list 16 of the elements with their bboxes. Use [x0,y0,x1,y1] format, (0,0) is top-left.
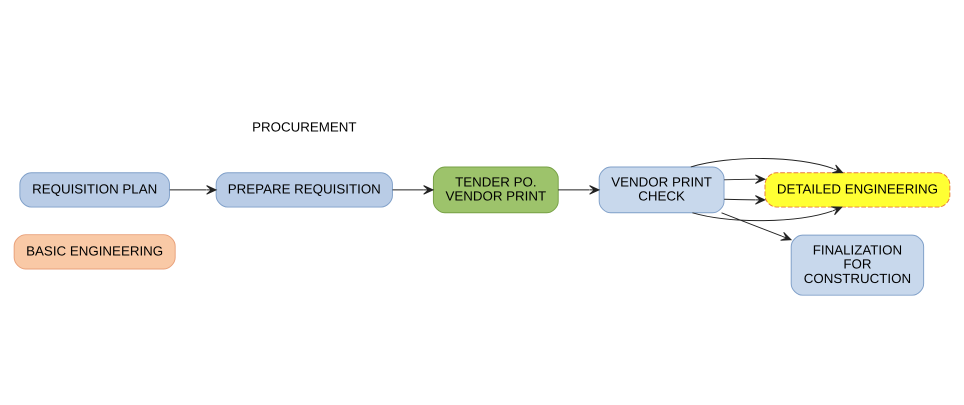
node-box: VENDOR PRINT CHECK [598,166,724,213]
node-box: BASIC ENGINEERING [14,234,176,269]
label: PROCUREMENT [252,118,356,134]
arrow [692,206,842,221]
node-box: TENDER PO. VENDOR PRINT [432,166,559,213]
node-box: PREPARE REQUISITION [216,172,393,208]
arrow [724,194,766,204]
arrow [392,184,434,194]
node-box: REQUISITION PLAN [19,172,170,208]
arrow [724,174,766,184]
node-box: FINALIZATION FOR CONSTRUCTION [790,234,924,296]
arrow [690,158,844,173]
arrow [558,184,600,194]
node-box: DETAILED ENGINEERING [764,172,950,208]
arrow [721,212,792,240]
arrow [169,184,217,194]
